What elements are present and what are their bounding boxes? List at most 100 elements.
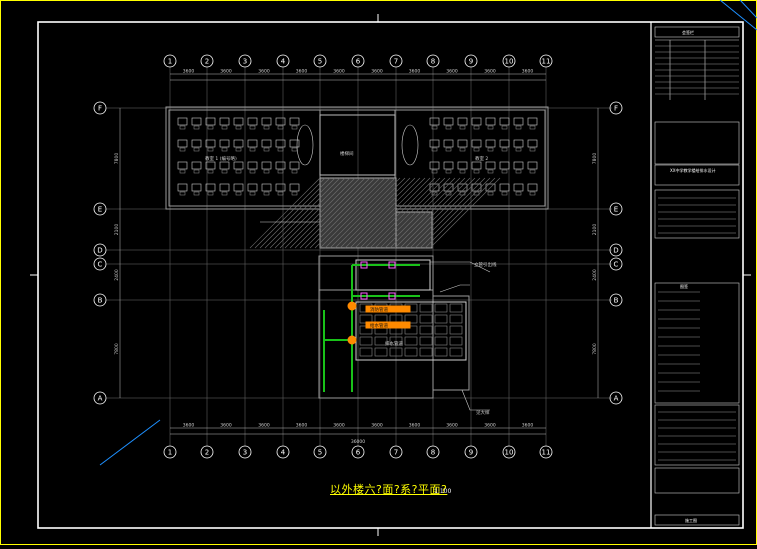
dimension-label: 2400 (114, 269, 120, 281)
axis-label: 10 (505, 449, 514, 457)
lower-wing (318, 255, 470, 399)
equipment-cell (419, 336, 433, 346)
chair (221, 191, 228, 196)
axis-bubble (609, 293, 623, 307)
chair (179, 147, 186, 152)
desk (485, 117, 496, 126)
axis-bubble (609, 243, 623, 257)
axis-label: 8 (431, 449, 435, 457)
chair (487, 169, 494, 174)
axis-label: D (613, 247, 618, 255)
equipment-cell (374, 336, 388, 346)
chair (487, 191, 494, 196)
axis-bubble (93, 293, 107, 307)
dimension-label: 3600 (220, 423, 232, 429)
axis-bubble (163, 445, 177, 459)
axis-bubble (351, 54, 365, 68)
axis-bubble (502, 445, 516, 459)
chair (291, 147, 298, 152)
desk (443, 161, 454, 170)
axis-label: 2 (205, 58, 209, 66)
axis-label: 9 (469, 58, 473, 66)
chair (221, 147, 228, 152)
dimension-label: 3600 (258, 69, 270, 75)
chair (179, 169, 186, 174)
equipment-cell (419, 314, 433, 324)
stair-core (249, 177, 501, 249)
chair (501, 191, 508, 196)
hatch-line (379, 177, 451, 249)
desk (191, 161, 202, 170)
chair (529, 125, 536, 130)
desk (177, 183, 188, 192)
desk (513, 161, 524, 170)
desk (275, 183, 286, 192)
axis-bubble (93, 202, 107, 216)
chair (529, 147, 536, 152)
equipment-cell (404, 314, 418, 324)
equipment-cell (449, 325, 463, 335)
desk (261, 117, 272, 126)
pipe-note: 消防管道 (370, 306, 388, 313)
chair (263, 125, 270, 130)
desk (527, 117, 538, 126)
axis-bubble (200, 54, 214, 68)
hatch-line (394, 177, 466, 249)
chair (193, 147, 200, 152)
desk (205, 161, 216, 170)
pipe-network (323, 264, 420, 392)
dimension-label: 3600 (446, 423, 458, 429)
desk (247, 161, 258, 170)
chair (193, 125, 200, 130)
desk (247, 139, 258, 148)
axis-label: 4 (281, 449, 286, 457)
hatch-line (329, 177, 401, 249)
chair (431, 147, 438, 152)
hatch-line (294, 177, 366, 249)
corner-note: 见大样 (476, 409, 490, 416)
leader-note: 立管引出线 (474, 261, 497, 268)
chair (473, 169, 480, 174)
desk (499, 183, 510, 192)
axis-label: A (98, 395, 103, 403)
axis-bubble (389, 54, 403, 68)
desk (513, 117, 524, 126)
dimension-label: 3600 (522, 69, 534, 75)
dimension-label: 3600 (484, 423, 496, 429)
chair (487, 147, 494, 152)
axis-bubble (609, 391, 623, 405)
chair (515, 147, 522, 152)
chair (235, 147, 242, 152)
hatch-line (304, 177, 376, 249)
hatch-line (399, 177, 471, 249)
hatch-line (249, 177, 321, 249)
equipment-cell (419, 347, 433, 357)
axis-bubble (426, 54, 440, 68)
axis-bubble (351, 445, 365, 459)
equipment-cell (404, 347, 418, 357)
desk (233, 139, 244, 148)
cyan-crossline (99, 419, 161, 466)
room-markers (360, 261, 396, 300)
dimension-label: 7800 (114, 153, 120, 165)
desk (429, 161, 440, 170)
desk (289, 139, 300, 148)
axis-label: B (614, 297, 619, 305)
hatch-line (409, 177, 481, 249)
dimension-label: 7800 (592, 153, 598, 165)
desk (247, 117, 258, 126)
dimension-label: 3600 (371, 69, 383, 75)
chair (459, 125, 466, 130)
axis-label: 9 (469, 449, 473, 457)
desk (457, 139, 468, 148)
hatch-line (384, 177, 456, 249)
axis-label: D (97, 247, 102, 255)
chair (249, 125, 256, 130)
chair (207, 169, 214, 174)
axis-label: 5 (318, 58, 322, 66)
title-block-project: XX中学教学楼给排水设计 (670, 167, 715, 173)
lectern (296, 124, 314, 166)
dimension-label: 3600 (183, 423, 195, 429)
axis-label: 5 (318, 449, 322, 457)
hatch-line (354, 177, 426, 249)
